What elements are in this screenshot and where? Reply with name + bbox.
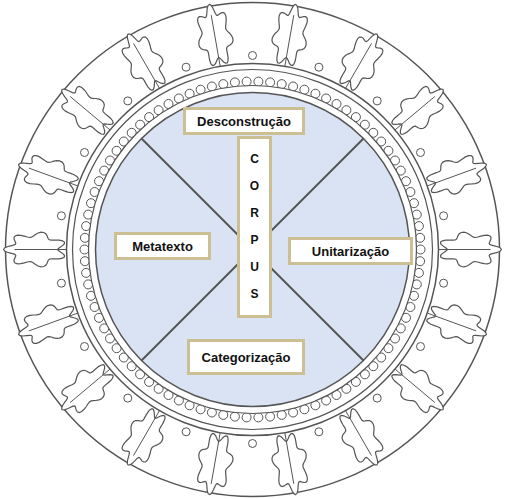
oak-leaf (272, 4, 307, 65)
oak-leaf (340, 409, 383, 465)
gear-tooth (416, 257, 425, 266)
acorn-dot (249, 52, 257, 60)
leaf-vein (211, 15, 220, 66)
leaf-vein (29, 168, 78, 186)
gear-ring-mid (73, 70, 433, 430)
acorn-dot (373, 97, 381, 105)
acorn-dot (124, 97, 132, 105)
oak-leaf-ring (4, 4, 502, 494)
step-box: Unitarização (288, 237, 413, 265)
acorn-dot (373, 394, 381, 402)
leaf-vein (134, 411, 160, 456)
acorn-dot (417, 343, 425, 351)
oak-leaf (427, 305, 487, 344)
leaf-vein (29, 313, 78, 331)
step-label: Metatexto (132, 239, 193, 254)
step-label: Unitarização (312, 244, 389, 259)
acorn-dot (440, 279, 448, 287)
gear-tooth (80, 257, 89, 266)
step-box: Metatexto (114, 232, 211, 260)
leaf-vein (346, 43, 372, 88)
oak-leaf (19, 156, 79, 195)
gear-tooth (80, 245, 89, 254)
oak-leaf (62, 365, 113, 413)
step-box: Desconstrução (183, 107, 305, 135)
oak-leaf (198, 4, 233, 65)
leaf-vein (70, 369, 110, 402)
gear-ring-inner (89, 86, 417, 414)
gear-teeth (80, 77, 425, 422)
leaf-vein (395, 97, 435, 130)
acorn-dot (315, 428, 323, 436)
step-label: Desconstrução (197, 114, 291, 129)
acorn-dot (81, 149, 89, 157)
gear-tooth (242, 77, 251, 86)
leaf-vein (427, 313, 476, 331)
inner-disc (96, 93, 410, 407)
leaf-vein (70, 97, 110, 130)
corpus-label: CORPUS (249, 146, 261, 308)
leaf-vein (285, 15, 294, 66)
acorn-dot (182, 428, 190, 436)
leaf-vein (439, 249, 491, 250)
acorn-dot (249, 440, 257, 448)
oak-leaf (392, 365, 444, 413)
oak-leaf (19, 305, 79, 344)
gear-tooth (416, 233, 425, 242)
gear-tooth (242, 413, 251, 422)
acorn-dot (57, 279, 65, 287)
oak-leaf (122, 409, 165, 465)
acorn-dot (417, 149, 425, 157)
leaf-vein (346, 411, 372, 456)
step-label: Categorização (202, 350, 291, 365)
acorn-dot (57, 212, 65, 220)
oak-leaf (62, 87, 113, 135)
gear-tooth (254, 77, 263, 86)
leaf-vein (427, 168, 476, 186)
acorn-dot (124, 394, 132, 402)
leaf-vein (211, 433, 220, 484)
oak-leaf (122, 34, 165, 90)
acorn-dot (440, 212, 448, 220)
acorn-dot (81, 343, 89, 351)
oak-leaf (272, 434, 307, 495)
step-box: Categorização (187, 339, 305, 375)
gear-tooth (254, 413, 263, 422)
oak-leaf (198, 434, 233, 495)
leaf-vein (15, 249, 67, 250)
outer-ring (6, 3, 500, 497)
leaf-vein (134, 43, 160, 88)
acorn-dot (315, 63, 323, 71)
gear-tooth (416, 245, 425, 254)
acorn-dot (182, 63, 190, 71)
oak-leaf (340, 34, 383, 90)
oak-leaf (427, 156, 487, 195)
gear-ring-outer (67, 64, 439, 436)
leaf-vein (285, 433, 294, 484)
oak-leaf (392, 87, 444, 135)
gear-tooth (80, 233, 89, 242)
corpus-box: CORPUS (237, 136, 272, 318)
leaf-vein (395, 369, 435, 402)
